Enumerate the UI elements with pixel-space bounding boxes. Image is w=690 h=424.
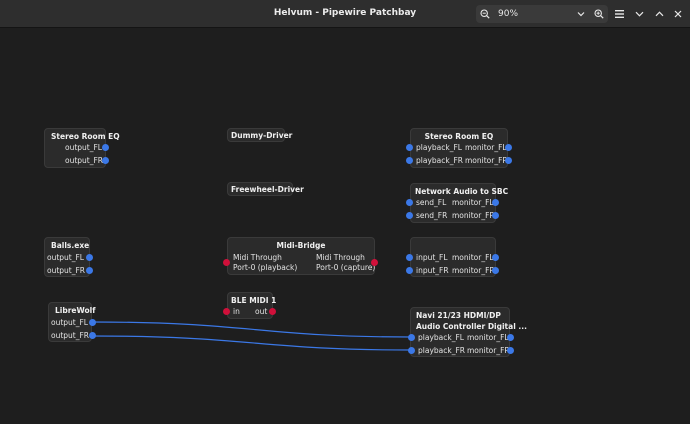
minimize-button[interactable] [630, 5, 648, 23]
port-handle-output-fl[interactable] [86, 254, 93, 261]
port-handle-input-fl[interactable] [406, 254, 413, 261]
port-output-fr: output_FR [47, 266, 86, 275]
main-menu-button[interactable] [610, 5, 628, 23]
port-monitor-fr: monitor_FR [467, 346, 510, 355]
node-title: Stereo Room EQ [51, 132, 120, 141]
port-handle-monitor-fr[interactable] [492, 212, 499, 219]
node-balls-exe[interactable]: Balls.exe [44, 237, 90, 277]
port-handle-input-fr[interactable] [406, 267, 413, 274]
chevron-up-icon [655, 11, 663, 17]
port-input-fl: input_FL [416, 253, 448, 262]
port-playback-fl: playback_FL [418, 333, 464, 342]
port-handle-output-fr[interactable] [86, 267, 93, 274]
port-monitor-fl: monitor_FL [467, 333, 509, 342]
port-send-fr: send_FR [416, 211, 448, 220]
node-stereo-room-eq-input[interactable]: Stereo Room EQ [410, 128, 508, 168]
port-monitor-fr: monitor_FR [465, 156, 508, 165]
port-handle-playback-fl[interactable] [406, 144, 413, 151]
zoom-control: 90% [476, 5, 608, 23]
port-playback-fl: playback_FL [416, 143, 462, 152]
port-out: out [255, 307, 268, 316]
port-handle-monitor-fl[interactable] [492, 254, 499, 261]
link-librewolf-fl-to-navi-fl[interactable] [91, 321, 412, 338]
port-output-fl: output_FL [65, 143, 102, 152]
port-handle-output-fr[interactable] [102, 157, 109, 164]
port-playback-fr: playback_FR [416, 156, 463, 165]
zoom-out-icon [480, 9, 490, 19]
node-librewolf[interactable]: LibreWolf [48, 302, 96, 342]
port-monitor-fr: monitor_FR [452, 211, 495, 220]
node-navi-hdmi-audio[interactable]: Navi 21/23 HDMI/DP Audio Controller Digi… [410, 307, 527, 357]
port-monitor-fl: monitor_FL [452, 198, 494, 207]
port-handle-playback-fr[interactable] [406, 157, 413, 164]
port-midi-through-playback-line1: Midi Through [233, 253, 282, 262]
zoom-in-icon [594, 9, 604, 19]
port-output-fl: output_FL [51, 318, 88, 327]
chevron-down-icon [577, 12, 585, 17]
header-bar: Helvum - Pipewire Patchbay 90% [0, 0, 690, 28]
port-monitor-fl: monitor_FL [465, 143, 507, 152]
zoom-dropdown-button[interactable] [576, 5, 586, 23]
port-output-fl: output_FL [47, 253, 84, 262]
port-send-fl: send_FL [416, 198, 447, 207]
node-title [411, 238, 495, 243]
zoom-out-button[interactable] [476, 5, 494, 23]
node-ble-midi-1[interactable]: BLE MIDI 1 [227, 292, 277, 319]
node-midi-bridge[interactable]: Midi-Bridge [227, 237, 375, 275]
node-title: LibreWolf [55, 306, 96, 315]
port-handle-monitor-fr[interactable] [492, 267, 499, 274]
node-title-line1: Navi 21/23 HDMI/DP [416, 311, 501, 320]
close-icon [674, 10, 682, 18]
zoom-level-entry[interactable]: 90% [498, 9, 519, 19]
zoom-in-button[interactable] [590, 5, 608, 23]
port-playback-fr: playback_FR [418, 346, 465, 355]
port-handle-midi-in[interactable] [223, 259, 230, 266]
port-handle-output-fl[interactable] [89, 319, 96, 326]
node-title: Freewheel-Driver [231, 185, 304, 194]
node-title: Midi-Bridge [276, 241, 326, 250]
close-button[interactable] [669, 5, 687, 23]
port-handle-output-fr[interactable] [89, 332, 96, 339]
port-midi-through-capture-line2: Port-0 (capture) [316, 263, 376, 272]
node-dummy-driver[interactable]: Dummy-Driver [227, 128, 293, 142]
node-unnamed-input[interactable] [410, 237, 496, 277]
port-handle-monitor-fl[interactable] [492, 199, 499, 206]
link-librewolf-fr-to-navi-fr[interactable] [91, 335, 412, 351]
port-midi-through-playback-line2: Port-0 (playback) [233, 263, 298, 272]
port-handle-ble-out[interactable] [269, 308, 276, 315]
hamburger-menu-icon [614, 10, 624, 18]
port-input-fr: input_FR [416, 266, 449, 275]
port-monitor-fl: monitor_FL [452, 253, 494, 262]
node-freewheel-driver[interactable]: Freewheel-Driver [227, 182, 304, 196]
port-handle-playback-fl[interactable] [408, 334, 415, 341]
node-title: Dummy-Driver [231, 131, 293, 140]
node-stereo-room-eq-output[interactable]: Stereo Room EQ [44, 128, 120, 168]
port-midi-through-capture-line1: Midi Through [316, 253, 365, 262]
node-title: Network Audio to SBC [415, 187, 509, 196]
window-title: Helvum - Pipewire Patchbay [273, 8, 417, 18]
port-handle-monitor-fl[interactable] [507, 334, 514, 341]
port-monitor-fr: monitor_FR [452, 266, 495, 275]
port-handle-monitor-fr[interactable] [507, 347, 514, 354]
port-handle-monitor-fr[interactable] [505, 157, 512, 164]
chevron-down-icon [635, 11, 643, 17]
port-handle-midi-out[interactable] [371, 259, 378, 266]
port-handle-monitor-fl[interactable] [505, 144, 512, 151]
port-output-fr: output_FR [51, 331, 90, 340]
node-title: Balls.exe [51, 241, 90, 250]
maximize-button[interactable] [650, 5, 668, 23]
port-handle-ble-in[interactable] [223, 308, 230, 315]
port-handle-send-fl[interactable] [406, 199, 413, 206]
port-handle-playback-fr[interactable] [408, 347, 415, 354]
node-title: Stereo Room EQ [424, 132, 494, 141]
node-title-line2: Audio Controller Digital ... [416, 322, 527, 331]
port-in: in [233, 307, 240, 316]
port-output-fr: output_FR [65, 156, 104, 165]
port-handle-send-fr[interactable] [406, 212, 413, 219]
port-handle-output-fl[interactable] [102, 144, 109, 151]
node-network-audio-to-sbc[interactable]: Network Audio to SBC [410, 183, 509, 223]
node-title: BLE MIDI 1 [231, 296, 277, 305]
